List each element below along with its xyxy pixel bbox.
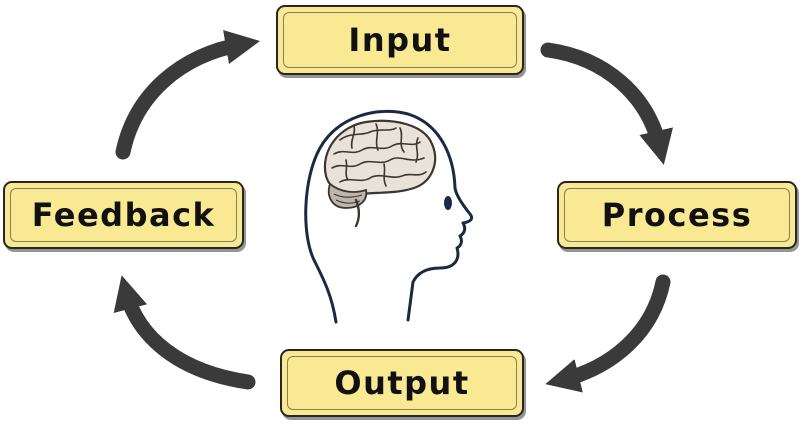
arrow-input-to-process-icon xyxy=(540,42,674,165)
process-box: Process xyxy=(557,181,797,249)
eye-icon xyxy=(444,196,452,210)
arrow-output-to-feedback-icon xyxy=(113,275,256,390)
feedback-box: Feedback xyxy=(3,181,244,249)
feedback-label: Feedback xyxy=(31,196,216,234)
human-head-brain-icon xyxy=(304,109,474,324)
brain-icon xyxy=(323,119,437,228)
input-box: Input xyxy=(276,5,524,75)
brainstem xyxy=(354,198,361,228)
head-outline xyxy=(304,109,474,324)
output-label: Output xyxy=(334,364,470,402)
output-box: Output xyxy=(280,349,524,417)
process-label: Process xyxy=(601,196,753,234)
arrow-process-to-output-icon xyxy=(545,274,671,393)
arrow-feedback-to-input-icon xyxy=(115,29,260,160)
input-label: Input xyxy=(348,21,452,59)
